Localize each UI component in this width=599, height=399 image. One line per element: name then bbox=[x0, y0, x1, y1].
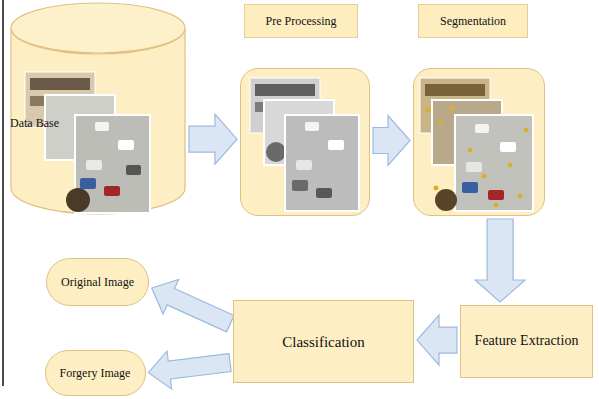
photo-stack bbox=[250, 78, 359, 211]
node-body: Feature Extraction bbox=[461, 306, 592, 377]
car bbox=[466, 162, 482, 172]
car bbox=[500, 142, 516, 152]
cars-photo bbox=[455, 115, 533, 211]
car bbox=[86, 160, 102, 170]
car bbox=[488, 190, 504, 200]
segment-markers bbox=[426, 106, 529, 208]
node-label: Original Image bbox=[61, 275, 134, 289]
flow-arrow bbox=[189, 114, 237, 164]
car bbox=[296, 160, 312, 170]
segment-marker bbox=[450, 106, 455, 111]
car bbox=[475, 124, 489, 133]
node-body: Original Image bbox=[47, 259, 148, 305]
building-windows bbox=[255, 84, 315, 96]
segment-marker bbox=[482, 174, 487, 179]
margin-rule bbox=[2, 0, 4, 386]
car bbox=[462, 182, 478, 193]
flow-arrow bbox=[152, 279, 234, 331]
segment-marker bbox=[426, 108, 431, 113]
stage-title: Segmentation bbox=[440, 14, 506, 28]
car bbox=[328, 140, 344, 150]
flow-arrow bbox=[475, 219, 525, 302]
photo-stack bbox=[420, 78, 533, 211]
round-object bbox=[435, 189, 457, 211]
car bbox=[80, 178, 96, 189]
segment-marker bbox=[508, 163, 513, 168]
node-body: Classification bbox=[234, 301, 413, 382]
car bbox=[118, 140, 134, 150]
building-windows bbox=[425, 84, 485, 96]
segment-marker bbox=[434, 186, 439, 191]
stage-tab: Segmentation bbox=[418, 4, 528, 38]
segment-marker bbox=[524, 128, 529, 133]
building-windows bbox=[30, 78, 90, 90]
car bbox=[292, 180, 308, 191]
segment-marker bbox=[494, 203, 499, 208]
terminal-node: Original Image bbox=[46, 258, 149, 306]
node-label: Feature Extraction bbox=[475, 333, 579, 350]
stage-title: Pre Processing bbox=[266, 14, 337, 28]
node-label: Classification bbox=[282, 333, 365, 351]
node-label: Forgery Image bbox=[60, 366, 131, 380]
segment-marker bbox=[468, 148, 473, 153]
car bbox=[305, 122, 319, 131]
car bbox=[104, 186, 120, 196]
flow-arrow bbox=[373, 116, 410, 166]
segment-marker bbox=[518, 194, 523, 199]
car bbox=[316, 188, 332, 198]
process-box: Feature Extraction bbox=[460, 305, 593, 378]
node-body: Forgery Image bbox=[46, 351, 145, 395]
photo-stack bbox=[25, 72, 150, 213]
car bbox=[126, 165, 141, 175]
round-object bbox=[66, 188, 90, 212]
flow-arrow bbox=[148, 351, 231, 389]
cylinder-top bbox=[11, 3, 185, 53]
cars-photo bbox=[285, 115, 359, 211]
flow-arrow bbox=[417, 315, 457, 365]
stage-tab: Pre Processing bbox=[244, 4, 358, 38]
process-box: Classification bbox=[233, 300, 414, 383]
cylinder-body bbox=[11, 28, 185, 214]
terminal-node: Forgery Image bbox=[45, 350, 146, 396]
node-label: Data Base bbox=[10, 116, 59, 130]
car bbox=[95, 122, 109, 131]
round-object bbox=[266, 142, 286, 162]
segment-marker bbox=[438, 120, 443, 125]
